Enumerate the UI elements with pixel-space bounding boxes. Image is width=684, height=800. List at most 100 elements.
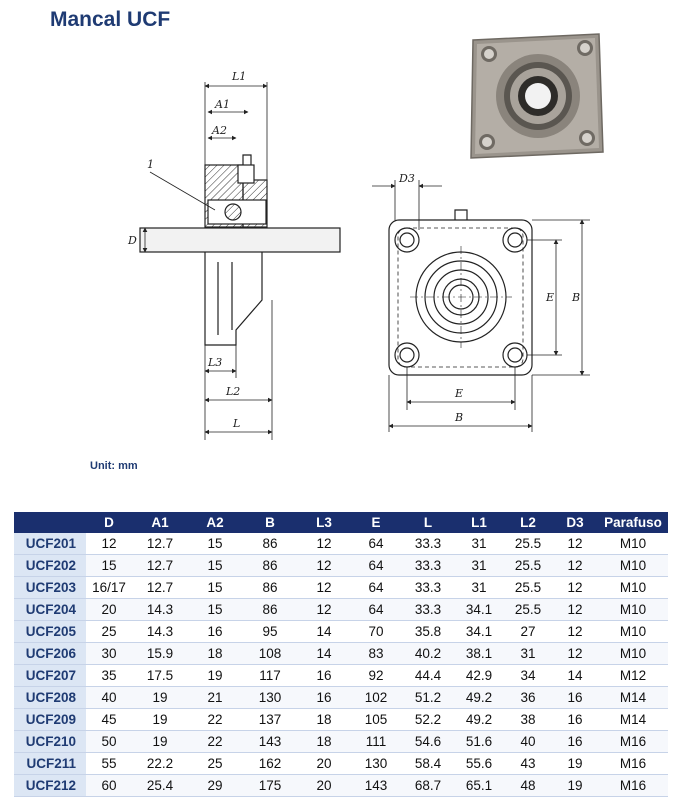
table-cell: 33.3 bbox=[402, 576, 454, 599]
dim-label-B-vertical: B bbox=[571, 291, 580, 304]
table-cell: 49.2 bbox=[454, 686, 504, 709]
table-cell: 15.9 bbox=[132, 642, 188, 665]
table-cell: 20 bbox=[86, 598, 132, 621]
table-cell: 21 bbox=[188, 686, 242, 709]
table-cell: 31 bbox=[454, 576, 504, 599]
table-cell: 31 bbox=[504, 642, 552, 665]
page-title: Mancal UCF bbox=[50, 8, 171, 31]
table-cell: 12 bbox=[298, 554, 350, 577]
table-cell: 16 bbox=[298, 664, 350, 687]
table-cell: M12 bbox=[598, 664, 668, 687]
table-cell: 86 bbox=[242, 554, 298, 577]
table-cell: 30 bbox=[86, 642, 132, 665]
table-cell: 16 bbox=[552, 730, 598, 753]
table-cell: 18 bbox=[188, 642, 242, 665]
table-cell: 54.6 bbox=[402, 730, 454, 753]
table-cell: 130 bbox=[242, 686, 298, 709]
table-cell: 38 bbox=[504, 708, 552, 731]
table-cell: 14.3 bbox=[132, 620, 188, 643]
table-cell: 25 bbox=[86, 620, 132, 643]
table-cell: 34.1 bbox=[454, 620, 504, 643]
model-cell: UCF204 bbox=[14, 598, 86, 621]
table-cell: 25.5 bbox=[504, 576, 552, 599]
table-cell: M10 bbox=[598, 533, 668, 555]
unit-label: Unit: mm bbox=[90, 460, 138, 472]
model-cell: UCF201 bbox=[14, 533, 86, 555]
bearing-photo bbox=[463, 26, 608, 166]
table-cell: 86 bbox=[242, 598, 298, 621]
table-cell: 12 bbox=[298, 576, 350, 599]
table-cell: 33.3 bbox=[402, 598, 454, 621]
table-cell: 55.6 bbox=[454, 752, 504, 775]
table-cell: 65.1 bbox=[454, 774, 504, 797]
header-cell-parafuso: Parafuso bbox=[598, 512, 668, 533]
table-cell: 12 bbox=[86, 533, 132, 555]
dim-label-E-horizontal: E bbox=[454, 387, 463, 400]
header-cell-L1: L1 bbox=[454, 512, 504, 533]
front-dimensions bbox=[372, 180, 590, 432]
table-cell: 19 bbox=[552, 752, 598, 775]
dim-label-A1: A1 bbox=[214, 98, 230, 111]
header-cell-B: B bbox=[242, 512, 298, 533]
table-cell: M14 bbox=[598, 686, 668, 709]
model-cell: UCF205 bbox=[14, 620, 86, 643]
table-cell: 50 bbox=[86, 730, 132, 753]
table-cell: 143 bbox=[350, 774, 402, 797]
table-cell: 16 bbox=[188, 620, 242, 643]
spec-table: D A1 A2 B L3 E L L1 L2 D3 Parafuso UCF20… bbox=[14, 512, 668, 797]
table-cell: M10 bbox=[598, 554, 668, 577]
header-cell-L3: L3 bbox=[298, 512, 350, 533]
table-cell: M16 bbox=[598, 752, 668, 775]
table-cell: 14 bbox=[298, 642, 350, 665]
table-cell: 27 bbox=[504, 620, 552, 643]
table-cell: 12 bbox=[552, 620, 598, 643]
table-cell: 42.9 bbox=[454, 664, 504, 687]
table-cell: 15 bbox=[188, 576, 242, 599]
table-cell: 29 bbox=[188, 774, 242, 797]
table-cell: 35 bbox=[86, 664, 132, 687]
table-cell: 64 bbox=[350, 598, 402, 621]
table-cell: 44.4 bbox=[402, 664, 454, 687]
table-cell: 95 bbox=[242, 620, 298, 643]
header-cell-A1: A1 bbox=[132, 512, 188, 533]
dim-label-B-horizontal: B bbox=[454, 411, 463, 424]
table-cell: 117 bbox=[242, 664, 298, 687]
table-cell: 12 bbox=[552, 598, 598, 621]
table-cell: 19 bbox=[188, 664, 242, 687]
dim-label-L1: L1 bbox=[231, 70, 246, 83]
table-cell: 19 bbox=[552, 774, 598, 797]
table-cell: 18 bbox=[298, 730, 350, 753]
table-cell: M10 bbox=[598, 598, 668, 621]
table-cell: M10 bbox=[598, 576, 668, 599]
table-cell: 83 bbox=[350, 642, 402, 665]
table-cell: 25.5 bbox=[504, 533, 552, 555]
table-cell: 36 bbox=[504, 686, 552, 709]
table-cell: 105 bbox=[350, 708, 402, 731]
table-cell: 34 bbox=[504, 664, 552, 687]
technical-drawing: L1 A1 A2 1 D L3 L2 L bbox=[127, 70, 590, 440]
table-cell: 31 bbox=[454, 533, 504, 555]
header-cell-L: L bbox=[402, 512, 454, 533]
table-cell: 64 bbox=[350, 554, 402, 577]
table-cell: 68.7 bbox=[402, 774, 454, 797]
table-cell: 12.7 bbox=[132, 554, 188, 577]
dim-label-D3: D3 bbox=[398, 172, 415, 185]
table-cell: 86 bbox=[242, 576, 298, 599]
table-cell: 12 bbox=[298, 533, 350, 555]
table-cell: 19 bbox=[132, 730, 188, 753]
table-cell: 51.2 bbox=[402, 686, 454, 709]
dim-label-L3: L3 bbox=[207, 356, 222, 369]
table-cell: 14 bbox=[552, 664, 598, 687]
table-cell: 15 bbox=[188, 598, 242, 621]
table-cell: 16/17 bbox=[86, 576, 132, 599]
dim-label-A2: A2 bbox=[211, 124, 227, 137]
table-cell: 12 bbox=[298, 598, 350, 621]
table-cell: 111 bbox=[350, 730, 402, 753]
